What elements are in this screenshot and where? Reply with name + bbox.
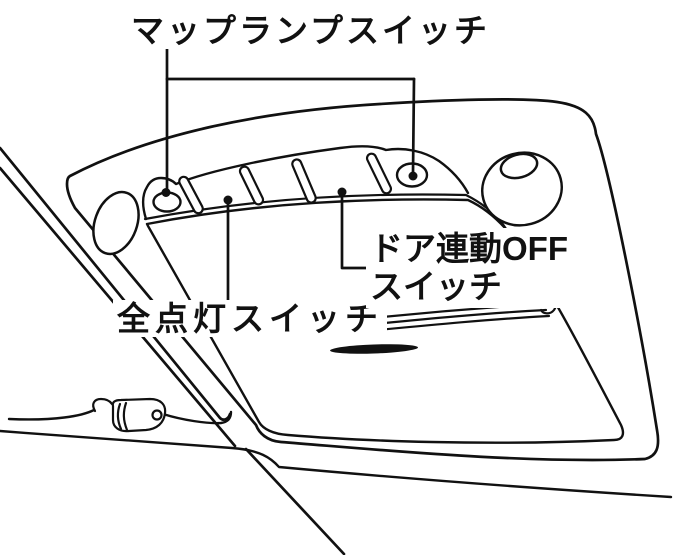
leader-door-linked-off <box>337 187 371 270</box>
switch-ribs <box>178 152 393 215</box>
label-door-linked-off-line1: ドア連動OFF <box>370 230 568 267</box>
label-door-linked-off-line2: スイッチ <box>370 268 502 305</box>
headliner-lines <box>0 408 673 499</box>
leader-all-lights <box>223 195 233 302</box>
label-all-lights-switch: 全点灯スイッチ <box>113 300 387 337</box>
lamp-lens-right <box>481 151 563 227</box>
leader-map-lamp <box>161 46 418 197</box>
lamp-lens-left <box>92 190 140 256</box>
label-map-lamp-switch: マップランプスイッチ <box>127 12 495 49</box>
label-door-linked-off-switch: ドア連動OFF スイッチ <box>366 228 572 308</box>
mirror-mount <box>92 397 167 433</box>
finger-pull-slot <box>330 344 418 354</box>
